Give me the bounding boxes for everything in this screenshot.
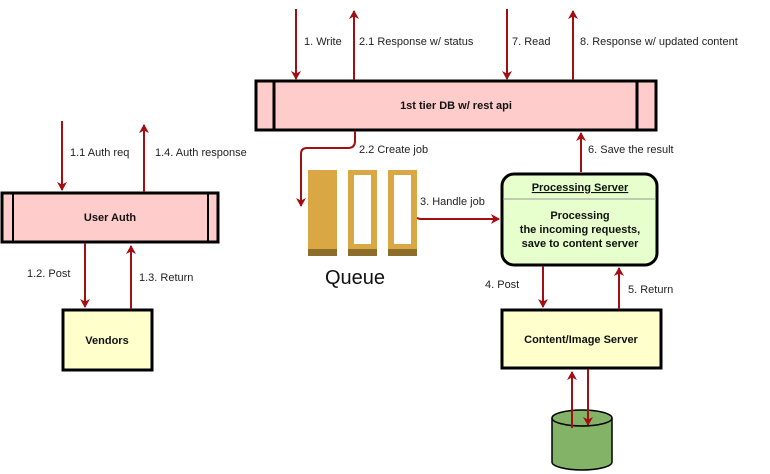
write-label: 1. Write xyxy=(304,36,342,48)
db-node[interactable]: 1st tier DB w/ rest api xyxy=(254,79,658,132)
processing-body-line: Processing xyxy=(550,210,609,222)
response-status-label: 2.1 Response w/ status xyxy=(359,36,474,48)
response-updated-label: 8. Response w/ updated content xyxy=(580,36,738,48)
processing-body-line: the incoming requests, xyxy=(520,224,640,236)
handle-job-label: 3. Handle job xyxy=(420,196,485,208)
user-auth-node[interactable]: User Auth xyxy=(0,191,220,244)
processing-server-node[interactable]: Processing Server Processing the incomin… xyxy=(500,172,659,267)
auth-response-label: 1.4. Auth response xyxy=(155,147,247,159)
queue-node[interactable]: Queue xyxy=(308,170,417,289)
handle-job-arrow xyxy=(416,214,500,224)
post-content-label: 4. Post xyxy=(485,279,519,291)
read-label: 7. Read xyxy=(512,36,551,48)
user-auth-label: User Auth xyxy=(84,212,136,224)
create-job-arrow xyxy=(296,131,356,207)
vendors-label: Vendors xyxy=(85,335,128,347)
create-job-label: 2.2 Create job xyxy=(359,144,428,156)
storage-cylinder[interactable] xyxy=(551,409,613,471)
queue-slot-filled xyxy=(308,170,337,256)
content-server-node[interactable]: Content/Image Server xyxy=(500,308,663,370)
db-label: 1st tier DB w/ rest api xyxy=(400,100,512,112)
return-content-label: 5. Return xyxy=(628,284,673,296)
post-vendors-label: 1.2. Post xyxy=(27,268,70,280)
content-server-label: Content/Image Server xyxy=(524,334,638,346)
vendors-node[interactable]: Vendors xyxy=(61,308,154,372)
processing-title: Processing Server xyxy=(532,182,629,194)
auth-req-label: 1.1 Auth req xyxy=(70,147,129,159)
queue-label: Queue xyxy=(325,267,385,289)
return-vendors-label: 1.3. Return xyxy=(139,272,193,284)
save-result-label: 6. Save the result xyxy=(588,144,674,156)
processing-body-line: save to content server xyxy=(522,238,639,250)
